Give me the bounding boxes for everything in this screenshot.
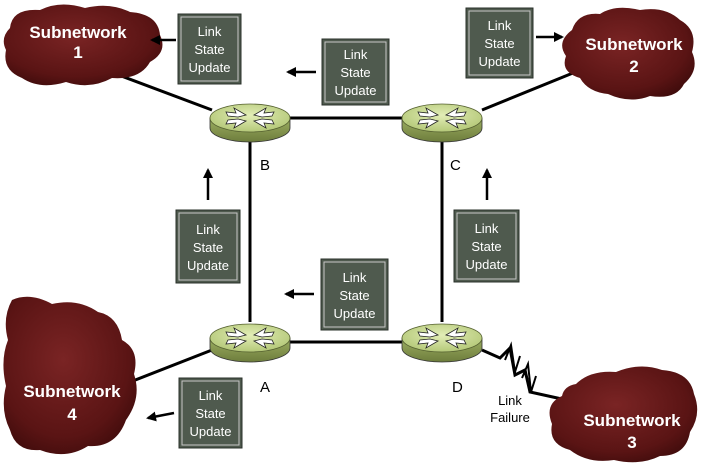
lsu-line-3: Update xyxy=(466,257,508,272)
subnetwork-2-name: Subnetwork xyxy=(585,35,683,54)
connections xyxy=(99,60,601,405)
link-failure-label-line-1: Link xyxy=(498,393,522,408)
lsu-line-2: State xyxy=(194,42,224,57)
lsu-line-1: Link xyxy=(198,24,222,39)
lsu-line-2: State xyxy=(339,288,369,303)
arrow-left-icon xyxy=(146,411,175,422)
lsu-box-bottom-center: Link State Update xyxy=(320,258,389,331)
lsu-line-2: State xyxy=(471,239,501,254)
lsu-line-2: State xyxy=(484,36,514,51)
router-a xyxy=(209,323,291,363)
subnetwork-2-number: 2 xyxy=(629,57,638,76)
subnetwork-1-name: Subnetwork xyxy=(29,23,127,42)
lsu-line-3: Update xyxy=(335,83,377,98)
lsu-box-top-center: Link State Update xyxy=(321,38,390,106)
lsu-box-right-middle: Link State Update xyxy=(453,209,520,283)
lsu-line-2: State xyxy=(340,65,370,80)
link-failure-label-line-2: Failure xyxy=(490,410,530,425)
subnetwork-1-cloud: Subnetwork 1 xyxy=(3,4,163,86)
subnetwork-4-name: Subnetwork xyxy=(23,382,121,401)
lsu-box-top-right: Link State Update xyxy=(465,7,534,79)
router-d-label: D xyxy=(452,379,463,396)
lsu-line-3: Update xyxy=(479,54,521,69)
lsu-line-3: Update xyxy=(189,60,231,75)
lsu-box-left-middle: Link State Update xyxy=(175,209,241,284)
subnetwork-4-number: 4 xyxy=(67,405,77,424)
router-b xyxy=(209,103,291,143)
lsu-box-top-left: Link State Update xyxy=(177,13,242,85)
lsu-line-1: Link xyxy=(475,221,499,236)
subnetwork-3-number: 3 xyxy=(627,433,636,452)
lsu-line-3: Update xyxy=(187,258,229,273)
router-arrows-icon xyxy=(417,327,467,349)
subnetwork-4-cloud: Subnetwork 4 xyxy=(3,296,137,455)
lsu-line-3: Update xyxy=(334,306,376,321)
router-b-label: B xyxy=(260,157,270,174)
lsu-line-3: Update xyxy=(190,424,232,439)
lsu-line-2: State xyxy=(193,240,223,255)
router-arrows-icon xyxy=(417,107,467,129)
arrows xyxy=(146,32,564,422)
router-d xyxy=(401,323,483,363)
subnetwork-2-cloud: Subnetwork 2 xyxy=(562,7,695,100)
lsu-line-2: State xyxy=(195,406,225,421)
lsu-line-1: Link xyxy=(344,47,368,62)
lsu-line-1: Link xyxy=(196,222,220,237)
lsu-line-1: Link xyxy=(488,18,512,33)
router-arrows-icon xyxy=(225,107,275,129)
router-c-label: C xyxy=(450,157,461,174)
router-arrows-icon xyxy=(225,327,275,349)
router-c xyxy=(401,103,483,143)
lsu-line-1: Link xyxy=(343,270,367,285)
router-a-label: A xyxy=(260,379,270,396)
subnetwork-3-name: Subnetwork xyxy=(583,411,681,430)
subnetwork-1-number: 1 xyxy=(73,43,82,62)
lsu-line-1: Link xyxy=(199,388,223,403)
subnetwork-3-cloud: Subnetwork 3 xyxy=(549,366,698,463)
failure-break-marks xyxy=(504,341,537,393)
lsu-box-bottom-left: Link State Update xyxy=(178,377,243,449)
